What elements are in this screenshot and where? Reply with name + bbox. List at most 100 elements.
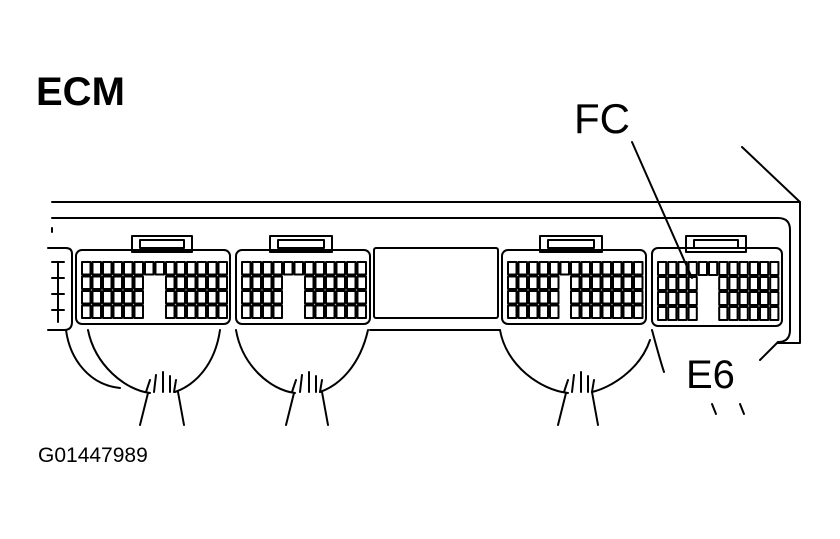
- connector-pin: [165, 290, 176, 305]
- connector-pin: [657, 276, 668, 291]
- connector-pin: [549, 261, 560, 276]
- connector-3: [499, 235, 651, 426]
- connector-pin: [601, 261, 612, 276]
- connector-pin: [335, 290, 346, 305]
- connector-pin: [102, 304, 113, 319]
- connector-pin: [196, 275, 207, 290]
- connector-pin: [633, 275, 644, 290]
- connector-pin: [507, 290, 518, 305]
- connector-pin: [591, 261, 602, 276]
- connector-pin: [633, 290, 644, 305]
- connector-pin: [549, 275, 560, 290]
- connector-pin: [759, 306, 770, 321]
- connector-pin: [580, 304, 591, 319]
- connector-pin: [304, 304, 315, 319]
- connector-pin: [591, 275, 602, 290]
- connector-pin: [738, 306, 749, 321]
- connector-pin: [677, 306, 688, 321]
- connector-pin: [272, 261, 283, 276]
- connector-pin: [144, 261, 155, 276]
- connector-pin: [112, 275, 123, 290]
- connector-pin: [186, 290, 197, 305]
- connector-pin: [217, 290, 228, 305]
- connector-pin: [133, 304, 144, 319]
- connector-pin: [154, 261, 165, 276]
- connector-pin: [123, 261, 134, 276]
- connector-pin: [293, 261, 304, 276]
- connector-pin: [677, 261, 688, 276]
- connector-pin: [748, 306, 759, 321]
- connector-pin: [528, 261, 539, 276]
- connector-pin: [528, 304, 539, 319]
- connector-pin: [601, 304, 612, 319]
- connector-pin: [81, 261, 92, 276]
- connector-pin: [241, 304, 252, 319]
- connector-pin: [622, 290, 633, 305]
- connector-pin: [759, 291, 770, 306]
- connector-pin: [325, 275, 336, 290]
- connector-pin: [738, 261, 749, 276]
- connector-pin: [207, 275, 218, 290]
- connector-pin: [728, 306, 739, 321]
- connector-pin: [759, 276, 770, 291]
- connector-pin: [657, 306, 668, 321]
- connector-pin: [186, 275, 197, 290]
- connector-pin: [217, 275, 228, 290]
- connector-pin: [687, 276, 698, 291]
- connector-pin: [272, 290, 283, 305]
- connector-pin: [549, 304, 560, 319]
- connector-pin: [165, 275, 176, 290]
- connector-pin: [538, 275, 549, 290]
- connector-pin: [102, 290, 113, 305]
- connector-pin: [580, 261, 591, 276]
- connector-pin: [356, 261, 367, 276]
- connector-pin: [81, 304, 92, 319]
- e6-tick-marks: [711, 403, 745, 415]
- connector-pin: [538, 261, 549, 276]
- fc-leader-line: [631, 141, 693, 279]
- connector-pin: [175, 290, 186, 305]
- connector-pin: [728, 276, 739, 291]
- connector-pin: [622, 304, 633, 319]
- connector-pin: [346, 290, 357, 305]
- connector-pin: [133, 261, 144, 276]
- connector-pin: [283, 261, 294, 276]
- connector-pin: [718, 306, 729, 321]
- connector-pin: [102, 261, 113, 276]
- connector-pin: [601, 290, 612, 305]
- connector-pin: [528, 290, 539, 305]
- connector-pin: [262, 290, 273, 305]
- connector-partial-left: [47, 247, 121, 389]
- connector-pin: [123, 275, 134, 290]
- connector-pin: [346, 304, 357, 319]
- connector-fc-e6: [651, 235, 783, 373]
- connector-pin: [507, 304, 518, 319]
- connector-pin: [262, 275, 273, 290]
- connector-pin: [748, 261, 759, 276]
- connector-pin: [708, 261, 719, 276]
- connector-pin: [207, 290, 218, 305]
- connector-pin: [241, 261, 252, 276]
- connector-pin: [175, 261, 186, 276]
- connector-pin: [580, 290, 591, 305]
- connector-pin: [677, 276, 688, 291]
- connector-pin: [81, 290, 92, 305]
- connector-pin: [517, 290, 528, 305]
- connector-pin: [612, 290, 623, 305]
- connector-pin: [667, 276, 678, 291]
- connector-pin: [601, 275, 612, 290]
- connector-pin: [133, 290, 144, 305]
- connector-pin: [272, 275, 283, 290]
- connector-pin: [251, 275, 262, 290]
- connector-pin: [356, 275, 367, 290]
- ecm-housing: [51, 146, 801, 361]
- connector-pin: [517, 261, 528, 276]
- connector-pin: [314, 275, 325, 290]
- connector-pin: [314, 261, 325, 276]
- connector-pin: [570, 304, 581, 319]
- connector-pin: [175, 275, 186, 290]
- connector-pin: [112, 290, 123, 305]
- connector-pin: [538, 304, 549, 319]
- connector-pin: [657, 291, 668, 306]
